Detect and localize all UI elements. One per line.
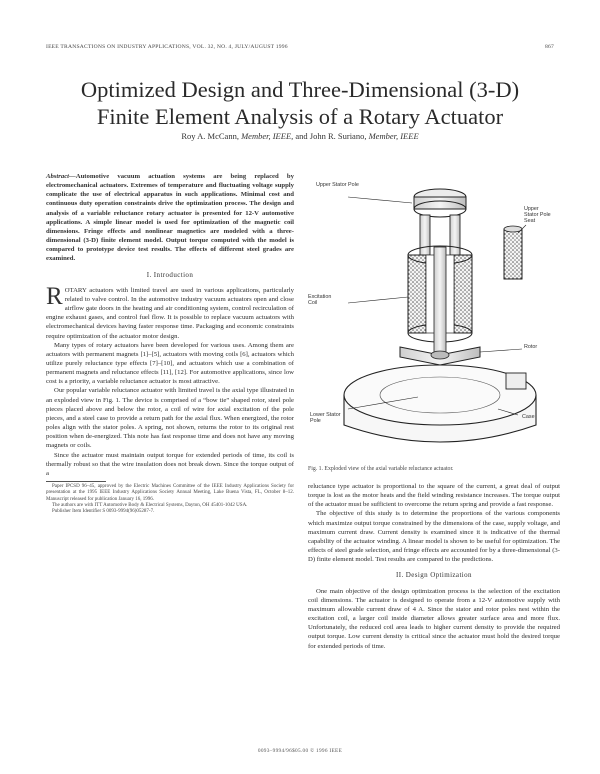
footnote-1: Paper IPCSD 96–45, approved by the Elect… <box>46 484 294 502</box>
intro-paragraph-2: Many types of rotary actuators have been… <box>46 341 294 386</box>
label-lower-stator-pole: Lower Stator Pole <box>310 412 341 425</box>
footnote-rule <box>46 481 106 482</box>
abstract: Abstract—Automotive vacuum actuation sys… <box>46 172 294 264</box>
intro-paragraph-3: Our popular variable reluctance actuator… <box>46 387 294 450</box>
abstract-lead: Abstract— <box>46 173 76 180</box>
left-column: Abstract—Automotive vacuum actuation sys… <box>46 172 294 515</box>
right-paragraph-1: reluctance type actuator is proportional… <box>308 483 560 509</box>
label-upper-stator-pole-seat: Upper Stator Pole Seat <box>524 206 551 225</box>
label-excitation-coil: Excitation Coil <box>308 294 332 307</box>
author-2: and John R. Suriano, <box>295 131 367 141</box>
page-number: 867 <box>545 44 554 50</box>
right-paragraph-2: The objective of this study is to determ… <box>308 510 560 564</box>
intro-paragraph-4: Since the actuator must maintain output … <box>46 451 294 477</box>
section-heading-introduction: I. Introduction <box>146 270 194 279</box>
label-case: Case <box>522 414 535 420</box>
title-line-1: Optimized Design and Three-Dimensional (… <box>80 77 520 102</box>
copyright-line: 0093–9994/96$05.00 © 1996 IEEE <box>257 748 343 754</box>
upper-stator-pole-shape <box>413 188 467 256</box>
footnote-3: Publisher Item Identifier S 0093-9994(96… <box>52 509 155 515</box>
author-2-role: Member, IEEE <box>368 131 419 141</box>
right-column: reluctance type actuator is proportional… <box>308 482 560 651</box>
excitation-coil-shape <box>407 245 473 358</box>
author-line: Roy A. McCann, Member, IEEE, and John R.… <box>40 131 560 141</box>
footnote-2: The authors are with ITT Automotive Body… <box>52 502 248 508</box>
label-rotor: Rotor <box>524 344 538 350</box>
right-paragraph-3: One main objective of the design optimiz… <box>308 587 560 650</box>
author-1: Roy A. McCann, <box>181 131 239 141</box>
figure-exploded-actuator <box>308 177 564 450</box>
journal-header: IEEE TRANSACTIONS ON INDUSTRY APPLICATIO… <box>46 44 288 50</box>
actuator-drawing <box>343 188 537 443</box>
case-shape <box>343 364 537 443</box>
upper-stator-pole-seat-shape <box>503 225 523 280</box>
intro-p1-text: OTARY actuators with limited travel are … <box>46 286 294 340</box>
footnote: Paper IPCSD 96–45, approved by the Elect… <box>46 484 294 515</box>
figure-caption: Fig. 1. Exploded view of the axial varia… <box>308 466 454 472</box>
drop-cap: R <box>46 282 63 310</box>
author-1-role: Member, IEEE, <box>241 131 294 141</box>
rotor-shape <box>399 346 481 366</box>
leader-lines <box>347 196 527 416</box>
paper-title: Optimized Design and Three-Dimensional (… <box>40 76 560 130</box>
running-head: IEEE TRANSACTIONS ON INDUSTRY APPLICATIO… <box>46 44 554 54</box>
section-heading-design-optimization: II. Design Optimization <box>396 571 472 580</box>
abstract-text: Automotive vacuum actuation systems are … <box>46 173 294 263</box>
title-line-2: Finite Element Analysis of a Rotary Actu… <box>96 104 504 129</box>
label-upper-stator-pole: Upper Stator Pole <box>316 182 359 188</box>
